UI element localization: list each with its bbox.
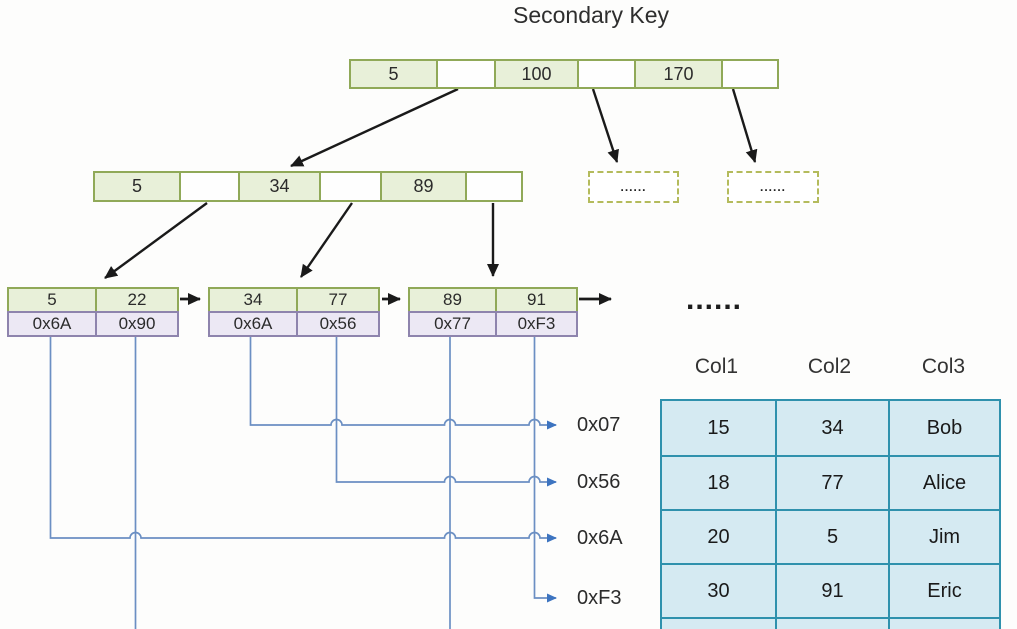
- root-cell-pointer: [436, 61, 494, 87]
- leaf-key: 34: [243, 290, 263, 309]
- table-cell: 15: [662, 401, 775, 455]
- table-cell: 20: [662, 509, 775, 563]
- edge-internal-to-leaf-1: [104, 202, 208, 279]
- internal-cell-pointer: [179, 173, 238, 200]
- leaf-key: 5: [47, 290, 57, 309]
- leaf-pointer: 0xF3: [495, 313, 576, 335]
- leaf-key: 89: [443, 290, 462, 309]
- table-cell: Eric: [888, 563, 999, 617]
- root-cell-key: 100: [494, 61, 577, 87]
- table-cell: 18: [662, 455, 775, 509]
- edge-root-to-dashed-2: [731, 88, 758, 163]
- leaf-pointer: 0x90: [95, 313, 177, 335]
- leaf-1-pointer-row: 0x6A 0x90: [7, 311, 179, 337]
- pointer-line-0x07: [249, 336, 557, 430]
- root-cell-key: 5: [351, 61, 436, 87]
- root-cell-key: 170: [634, 61, 721, 87]
- internal-cell-pointer: [319, 173, 380, 200]
- leaf-ellipsis: ......: [686, 283, 743, 316]
- internal-cell-key: 89: [380, 173, 465, 200]
- root-cell-pointer: [721, 61, 777, 87]
- table-cell: 77: [775, 455, 888, 509]
- diagram-title: Secondary Key: [513, 2, 669, 28]
- row-pointer-label: 0x6A: [577, 527, 623, 549]
- row-pointer-label: 0x07: [577, 414, 621, 436]
- edge-root-to-dashed-1: [591, 88, 619, 163]
- leaf-3-pointer-row: 0x77 0xF3: [408, 311, 578, 337]
- leaf-3-key-row: 89 91: [408, 287, 578, 313]
- column-header: Col1: [694, 355, 739, 378]
- internal-cell-pointer: [465, 173, 521, 200]
- table-cell: 5: [775, 509, 888, 563]
- table-cell: Jim: [888, 509, 999, 563]
- data-table: 15 34 Bob 18 77 Alice 20 5 Jim 30 91 Eri…: [660, 399, 1001, 629]
- leaf-pointer: 0x6A: [32, 314, 72, 333]
- internal-cell-key: 5: [95, 173, 179, 200]
- leaf-key: 77: [296, 289, 378, 311]
- leaf-node-3: 89 91 0x77 0xF3: [408, 287, 578, 337]
- table-cell-clipped: [775, 617, 888, 629]
- table-cell-clipped: [662, 617, 775, 629]
- leaf-pointer: 0x6A: [233, 314, 273, 333]
- table-cell-clipped: [888, 617, 999, 629]
- edge-root-to-internal: [290, 87, 459, 168]
- table-cell: 91: [775, 563, 888, 617]
- leaf-2-pointer-row: 0x6A 0x56: [208, 311, 380, 337]
- leaf-node-2: 34 77 0x6A 0x56: [208, 287, 380, 337]
- pointer-line-0x6A: [49, 336, 557, 543]
- internal-cell-key: 34: [238, 173, 319, 200]
- internal-node: 5 34 89: [93, 171, 523, 202]
- leaf-2-key-row: 34 77: [208, 287, 380, 313]
- dashed-node-2: ......: [727, 171, 819, 203]
- leaf-key: 22: [95, 289, 177, 311]
- table-cell: 30: [662, 563, 775, 617]
- root-cell-pointer: [577, 61, 634, 87]
- leaf-1-key-row: 5 22: [7, 287, 179, 313]
- leaf-node-1: 5 22 0x6A 0x90: [7, 287, 179, 337]
- dashed-node-1: ......: [588, 171, 679, 203]
- table-cell: Alice: [888, 455, 999, 509]
- row-pointer-label: 0x56: [577, 471, 621, 493]
- row-pointer-label: 0xF3: [577, 587, 622, 609]
- leaf-key: 91: [495, 289, 576, 311]
- table-cell: 34: [775, 401, 888, 455]
- leaf-pointer: 0x56: [296, 313, 378, 335]
- leaf-pointer: 0x77: [434, 314, 471, 333]
- root-node: 5 100 170: [349, 59, 779, 89]
- pointer-line-0x56: [335, 336, 557, 487]
- column-header: Col3: [921, 355, 966, 378]
- table-column-headers: Col1 Col2 Col3: [660, 352, 1001, 382]
- column-header: Col2: [807, 355, 852, 378]
- pointer-line-0xF3: [533, 336, 557, 603]
- table-cell: Bob: [888, 401, 999, 455]
- edge-internal-to-leaf-2: [300, 202, 353, 278]
